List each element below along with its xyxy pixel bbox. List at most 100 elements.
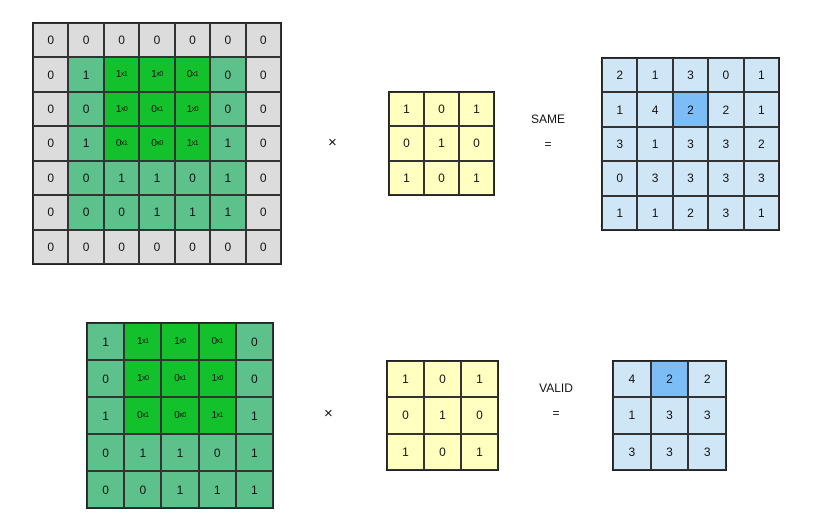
matrix-cell: 0 <box>459 126 494 161</box>
matrix-cell: 1 <box>139 195 175 230</box>
matrix-cell: 0 <box>235 360 273 397</box>
matrix-cell: 1 <box>743 58 779 93</box>
valid-multiply-sign: × <box>324 405 333 422</box>
matrix-cell: 0 <box>245 91 281 127</box>
matrix-cell: 1 <box>602 195 638 230</box>
matrix-cell: 3 <box>708 126 744 162</box>
matrix-cell: 0 <box>245 229 281 264</box>
matrix-cell: 1 <box>637 126 673 162</box>
matrix-cell: 0 <box>139 229 175 264</box>
kernel-weight-subscript: x1 <box>120 139 128 147</box>
matrix-cell: 4 <box>637 92 673 127</box>
matrix-cell: 0 <box>33 160 69 196</box>
matrix-cell: 0 <box>33 91 69 127</box>
matrix-cell: 2 <box>602 58 638 93</box>
cell-value: 0 <box>151 103 157 115</box>
cell-value: 1 <box>115 69 122 81</box>
matrix-cell: 0 <box>33 126 69 161</box>
kernel-weight-subscript: x0 <box>120 105 128 113</box>
cell-value: 1 <box>211 410 217 421</box>
matrix-cell: 0 <box>424 361 461 398</box>
kernel-weight-subscript: x0 <box>142 375 149 382</box>
matrix-cell: 3 <box>708 195 744 230</box>
matrix-cell: 0 <box>87 471 125 508</box>
matrix-cell: 0 <box>103 229 140 264</box>
matrix-cell: 3 <box>672 126 709 162</box>
matrix-cell: 3 <box>688 397 726 434</box>
matrix-cell: 3 <box>708 161 744 196</box>
cell-value: 1 <box>174 336 180 347</box>
matrix-cell: 1 <box>235 434 273 471</box>
matrix-cell: 2 <box>708 92 744 127</box>
kernel-weight-subscript: x0 <box>156 139 163 147</box>
matrix-cell: 1 <box>389 92 424 127</box>
matrix-cell: 0 <box>210 23 246 58</box>
matrix-cell: 1 <box>461 361 498 398</box>
cell-value: 0 <box>115 137 122 149</box>
same-multiply-sign: × <box>328 134 337 151</box>
matrix-cell: 0 <box>174 160 211 196</box>
matrix-cell: 1 <box>459 160 494 195</box>
kernel-weight-subscript: x1 <box>191 139 199 147</box>
matrix-cell: 0 <box>68 23 104 58</box>
matrix-cell: 1 <box>210 195 246 230</box>
valid-equals-sign: = <box>552 406 560 420</box>
matrix-cell: 0 <box>210 91 246 127</box>
matrix-cell: 3 <box>650 397 689 434</box>
matrix-cell: 3 <box>637 161 673 196</box>
cell-value: 1 <box>186 137 193 149</box>
kernel-weight-subscript: x0 <box>156 71 163 79</box>
matrix-cell: 0 <box>602 161 638 196</box>
matrix-cell: 0 <box>68 229 104 264</box>
matrix-cell: 0 <box>245 160 281 196</box>
matrix-cell: 0 <box>245 23 281 58</box>
same-padding-label: SAME <box>530 112 565 126</box>
matrix-cell: 0 <box>87 434 125 471</box>
matrix-cell: 1 <box>161 471 199 508</box>
matrix-cell: 1 <box>387 361 424 398</box>
matrix-cell: 0 <box>461 397 498 434</box>
matrix-cell: 0 <box>139 23 175 58</box>
valid-padding-label: VALID <box>539 381 573 395</box>
matrix-cell: 3 <box>613 433 651 470</box>
matrix-cell: 0 <box>424 433 461 470</box>
matrix-cell: 0 <box>33 23 69 58</box>
matrix-cell: 0 <box>174 23 211 58</box>
matrix-cell: 2 <box>650 361 689 398</box>
cell-value: 1 <box>137 336 143 347</box>
kernel-weight-subscript: x0 <box>191 105 199 113</box>
matrix-cell: 0 <box>174 229 211 264</box>
kernel-weight-subscript: x1 <box>216 338 224 345</box>
cell-value: 0 <box>137 410 143 421</box>
matrix-cell: 0 <box>424 160 459 195</box>
matrix-cell: 1 <box>743 195 779 230</box>
cell-value: 0 <box>174 410 180 421</box>
matrix-cell: 1 <box>210 126 246 161</box>
matrix-cell: 1 <box>743 92 779 127</box>
matrix-cell: 3 <box>650 433 689 470</box>
matrix-cell: 3 <box>672 58 709 93</box>
matrix-cell: 1 <box>87 323 125 360</box>
matrix-cell: 1 <box>424 126 459 161</box>
matrix-cell: 0 <box>245 126 281 161</box>
matrix-cell: 0 <box>708 58 744 93</box>
matrix-cell: 2 <box>672 92 709 127</box>
kernel-weight-subscript: x1 <box>120 71 128 79</box>
matrix-cell: 1 <box>68 57 104 92</box>
matrix-cell: 2 <box>743 126 779 162</box>
matrix-cell: 1 <box>387 433 424 470</box>
matrix-cell: 1 <box>389 160 424 195</box>
